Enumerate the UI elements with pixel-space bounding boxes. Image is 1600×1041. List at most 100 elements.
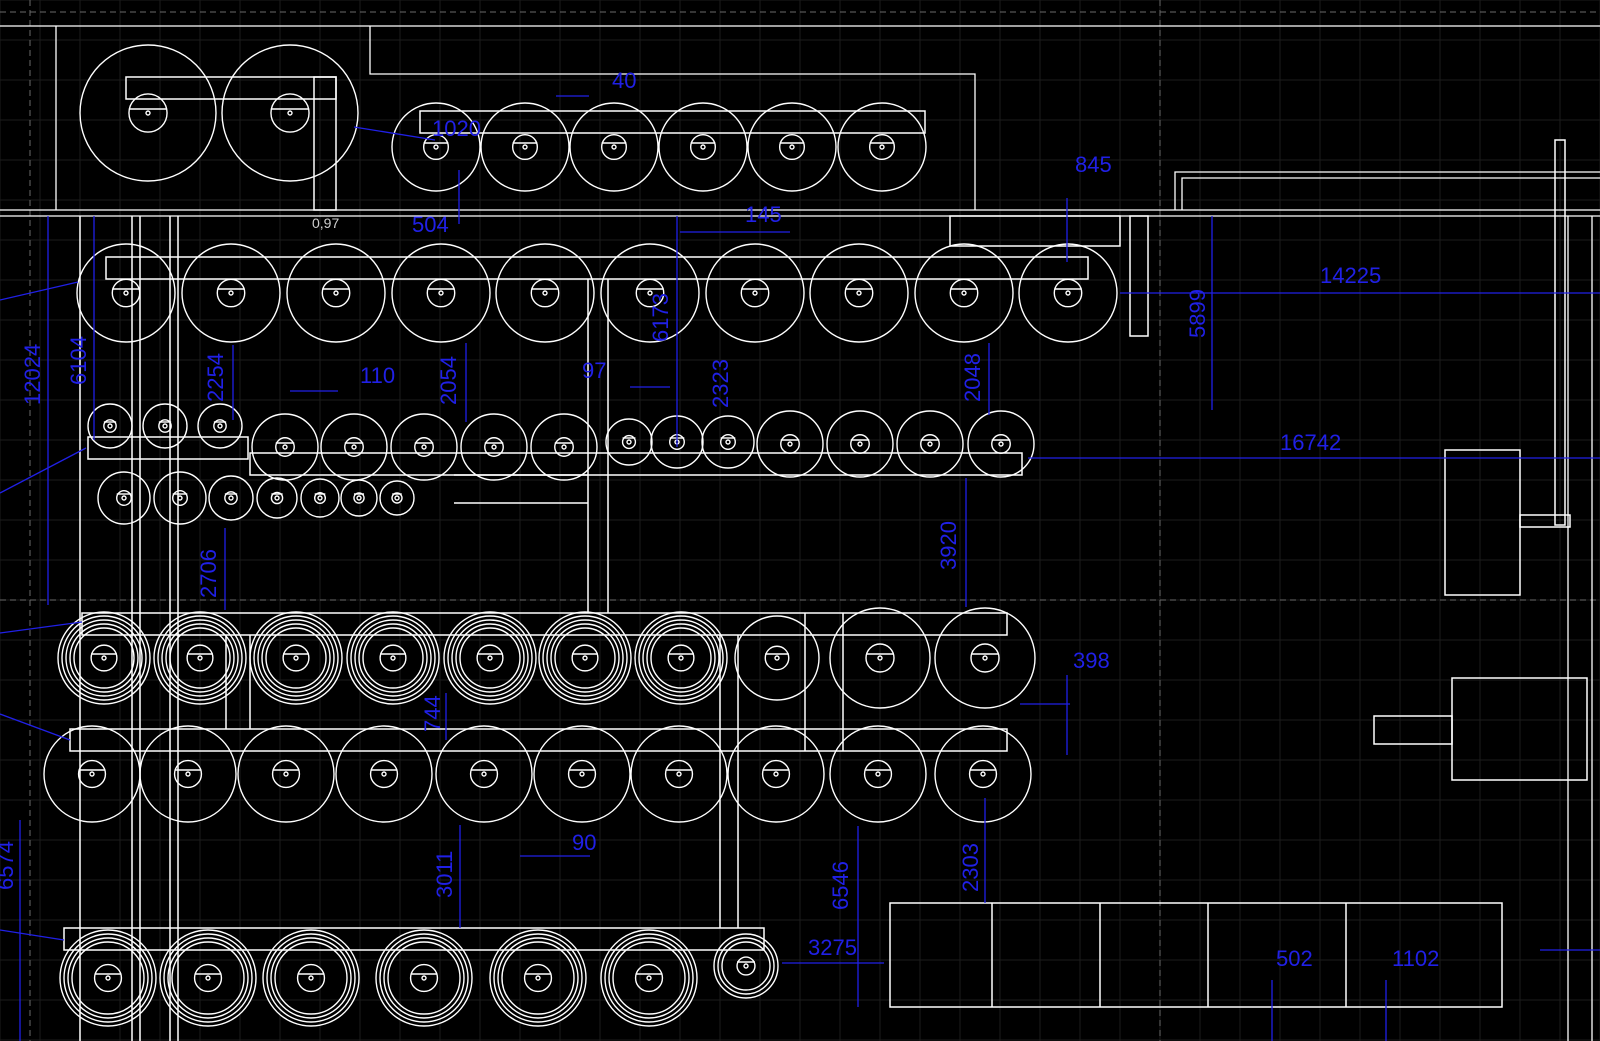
dim-label-40: 40	[612, 68, 636, 93]
tank-53	[335, 725, 433, 823]
tank-34	[153, 471, 207, 525]
tank-57	[727, 725, 825, 823]
tank-45	[538, 611, 632, 705]
dim-label-6104: 6104	[66, 336, 91, 385]
tank-15	[809, 243, 909, 343]
tank-61	[159, 929, 257, 1027]
tank-6	[747, 102, 837, 192]
dim-label-2054: 2054	[436, 356, 461, 405]
dim-label-5899: 5899	[1185, 289, 1210, 338]
dim-label-504: 504	[412, 212, 449, 237]
tank-11	[391, 243, 491, 343]
dim-label-90: 90	[572, 830, 596, 855]
tank-32	[967, 410, 1035, 478]
tank-4	[569, 102, 659, 192]
tank-46	[634, 611, 728, 705]
tank-58	[829, 725, 927, 823]
tank-16	[914, 243, 1014, 343]
tank-12	[495, 243, 595, 343]
building-outline	[0, 25, 1600, 1041]
dim-label-6546: 6546	[828, 861, 853, 910]
tank-40	[57, 611, 151, 705]
tank-24	[460, 413, 528, 481]
tank-19	[142, 403, 188, 449]
dim-label-6173: 6173	[648, 293, 673, 342]
tank-20	[197, 403, 243, 449]
tank-28	[701, 415, 755, 469]
dim-label-2303: 2303	[958, 843, 983, 892]
dim-label-744: 744	[420, 695, 445, 732]
tank-37	[300, 478, 340, 518]
tank-42	[249, 611, 343, 705]
dim-label-16742: 16742	[1280, 430, 1341, 455]
dim-label-1102: 1102	[1392, 946, 1439, 971]
tank-8	[76, 243, 176, 343]
tank-17	[1018, 243, 1118, 343]
tank-47	[734, 615, 820, 701]
dim-label-2048: 2048	[960, 353, 985, 402]
dim-label-12024: 12024	[20, 344, 45, 405]
dim-label-97: 97	[582, 358, 606, 383]
tank-14	[705, 243, 805, 343]
dim-label-3275: 3275	[808, 935, 857, 960]
tank-60	[59, 929, 157, 1027]
dim-label-3011: 3011	[432, 851, 457, 898]
tank-39	[379, 480, 415, 516]
tank-18	[87, 403, 133, 449]
tank-33	[97, 471, 151, 525]
dim-label-502: 502	[1276, 946, 1313, 971]
tank-38	[340, 479, 378, 517]
tank-2	[391, 102, 481, 192]
tank-5	[658, 102, 748, 192]
dim-label-2323: 2323	[708, 359, 733, 408]
dim-label-145: 145	[745, 202, 782, 227]
tank-29	[756, 410, 824, 478]
tank-30	[826, 410, 894, 478]
tank-26	[605, 418, 653, 466]
tank-25	[530, 413, 598, 481]
dim-label-110: 110	[360, 363, 395, 388]
tank-54	[435, 725, 533, 823]
tank-65	[600, 929, 698, 1027]
tank-0	[79, 44, 217, 182]
dimension-lines	[0, 95, 1600, 1041]
tank-56	[630, 725, 728, 823]
tank-64	[489, 929, 587, 1027]
tank-13	[600, 243, 700, 343]
tank-49	[934, 607, 1036, 709]
tank-51	[139, 725, 237, 823]
dim-label-14225: 14225	[1320, 263, 1381, 288]
tank-23	[390, 413, 458, 481]
tank-36	[256, 477, 298, 519]
tank-7	[837, 102, 927, 192]
dim-label-398: 398	[1073, 648, 1110, 673]
tank-63	[375, 929, 473, 1027]
tank-48	[829, 607, 931, 709]
tank-10	[286, 243, 386, 343]
tank-62	[262, 929, 360, 1027]
dim-label-097: 0,97	[312, 215, 339, 231]
dimension-labels: 40 1020 845 504 0,97 145 14225 5899 1202…	[0, 68, 1439, 971]
dim-label-6574: 6574	[0, 841, 18, 890]
tank-59	[934, 725, 1032, 823]
tank-52	[237, 725, 335, 823]
dim-label-845: 845	[1075, 152, 1112, 177]
tank-44	[443, 611, 537, 705]
dim-label-1020: 1020	[432, 116, 481, 141]
dim-label-2706: 2706	[196, 549, 221, 598]
tank-35	[208, 475, 254, 521]
tank-3	[480, 102, 570, 192]
tank-9	[181, 243, 281, 343]
dim-label-3920: 3920	[936, 521, 961, 570]
tank-41	[153, 611, 247, 705]
tank-31	[896, 410, 964, 478]
dim-label-2254: 2254	[203, 353, 228, 402]
tank-array	[43, 44, 1118, 1027]
tank-43	[346, 611, 440, 705]
tank-1	[221, 44, 359, 182]
tank-66	[713, 933, 779, 999]
tank-55	[533, 725, 631, 823]
